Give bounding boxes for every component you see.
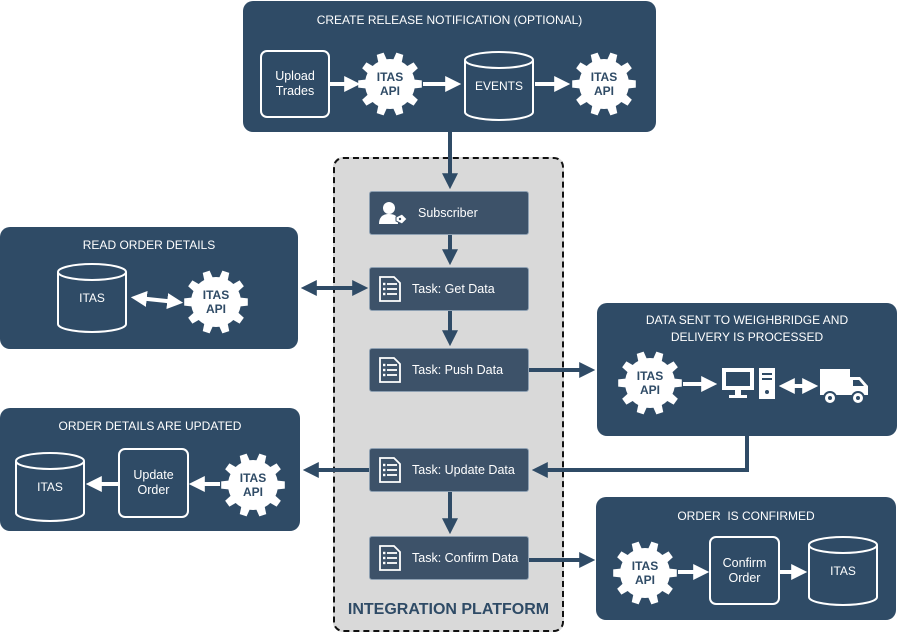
updated-itas-database-label: ITAS xyxy=(37,480,63,494)
events-database-label: EVENTS xyxy=(474,79,523,93)
weighbridge-title-line-2: DELIVERY IS PROCESSED xyxy=(670,330,824,344)
release-api-1-line-2: API xyxy=(379,84,400,98)
updated-itas-database: ITAS xyxy=(14,451,86,523)
document-list-icon xyxy=(379,545,401,571)
upload-trades-label-1: Upload xyxy=(275,69,315,83)
confirm-order-label-2: Order xyxy=(728,570,761,585)
integration-platform-label: INTEGRATION PLATFORM xyxy=(347,601,550,618)
weighbridge-title-line-1: DATA SENT TO WEIGHBRIDGE AND xyxy=(645,313,849,327)
read-order-title: READ ORDER DETAILS xyxy=(82,238,216,252)
task-confirm-data: Task: Confirm Data xyxy=(369,536,529,580)
update-order-label-2: Order xyxy=(137,483,170,497)
database-icon xyxy=(464,51,534,121)
subscriber-label: Subscriber xyxy=(418,206,478,220)
gear-icon xyxy=(358,52,422,116)
updated-api-line-2: API xyxy=(242,485,263,499)
confirmed-itas-database-label: ITAS xyxy=(830,564,856,578)
read-api-line-2: API xyxy=(205,302,226,316)
read-order-panel: READ ORDER DETAILS xyxy=(0,227,298,349)
order-updated-title: ORDER DETAILS ARE UPDATED xyxy=(58,419,242,433)
connector-weighbridge-to-update xyxy=(531,436,749,478)
gear-icon xyxy=(184,270,248,334)
events-database: EVENTS xyxy=(463,50,535,122)
desktop-computer-icon xyxy=(722,368,775,399)
order-confirmed-title: ORDER IS CONFIRMED xyxy=(677,509,815,523)
updated-api-line-1: ITAS xyxy=(239,471,267,485)
database-icon xyxy=(15,452,85,522)
task-confirm-data-label: Task: Confirm Data xyxy=(412,551,519,565)
release-api-2-line-2: API xyxy=(593,84,614,98)
confirmed-api-line-2: API xyxy=(634,573,655,587)
database-icon xyxy=(57,263,127,333)
upload-trades-label-2: Trades xyxy=(275,84,315,98)
gear-icon xyxy=(572,52,636,116)
task-get-data: Task: Get Data xyxy=(369,267,529,311)
task-push-data-label: Task: Push Data xyxy=(412,363,504,377)
read-itas-database: ITAS xyxy=(56,262,128,334)
gear-icon xyxy=(618,351,682,415)
task-update-data-label: Task: Update Data xyxy=(412,463,515,477)
document-list-icon xyxy=(379,457,401,483)
gear-icon xyxy=(613,541,677,605)
connector-read-itas-api xyxy=(130,290,184,310)
release-api-1-line-1: ITAS xyxy=(376,70,404,84)
subscriber-step: Subscriber xyxy=(369,191,529,235)
user-tag-icon xyxy=(379,202,408,225)
document-list-icon xyxy=(379,357,401,383)
release-api-2-line-1: ITAS xyxy=(590,70,618,84)
confirm-order-label-1: Confirm xyxy=(722,555,767,570)
task-update-data: Task: Update Data xyxy=(369,448,529,492)
task-push-data: Task: Push Data xyxy=(369,348,529,392)
read-itas-database-label: ITAS xyxy=(79,291,105,305)
weighbridge-title: DATA SENT TO WEIGHBRIDGE AND DELIVERY IS… xyxy=(597,312,897,346)
confirmed-itas-database: ITAS xyxy=(807,535,879,607)
task-get-data-label: Task: Get Data xyxy=(412,282,495,296)
read-api-line-1: ITAS xyxy=(202,288,230,302)
release-notification-title: CREATE RELEASE NOTIFICATION (OPTIONAL) xyxy=(316,13,583,27)
delivery-truck-icon xyxy=(820,369,868,405)
gear-icon xyxy=(221,453,285,517)
update-order-label-1: Update xyxy=(133,468,174,482)
document-list-icon xyxy=(379,276,401,302)
confirmed-api-line-1: ITAS xyxy=(631,559,659,573)
weighbridge-api-line-2: API xyxy=(639,383,660,397)
weighbridge-api-line-1: ITAS xyxy=(636,369,664,383)
database-icon xyxy=(808,536,878,606)
